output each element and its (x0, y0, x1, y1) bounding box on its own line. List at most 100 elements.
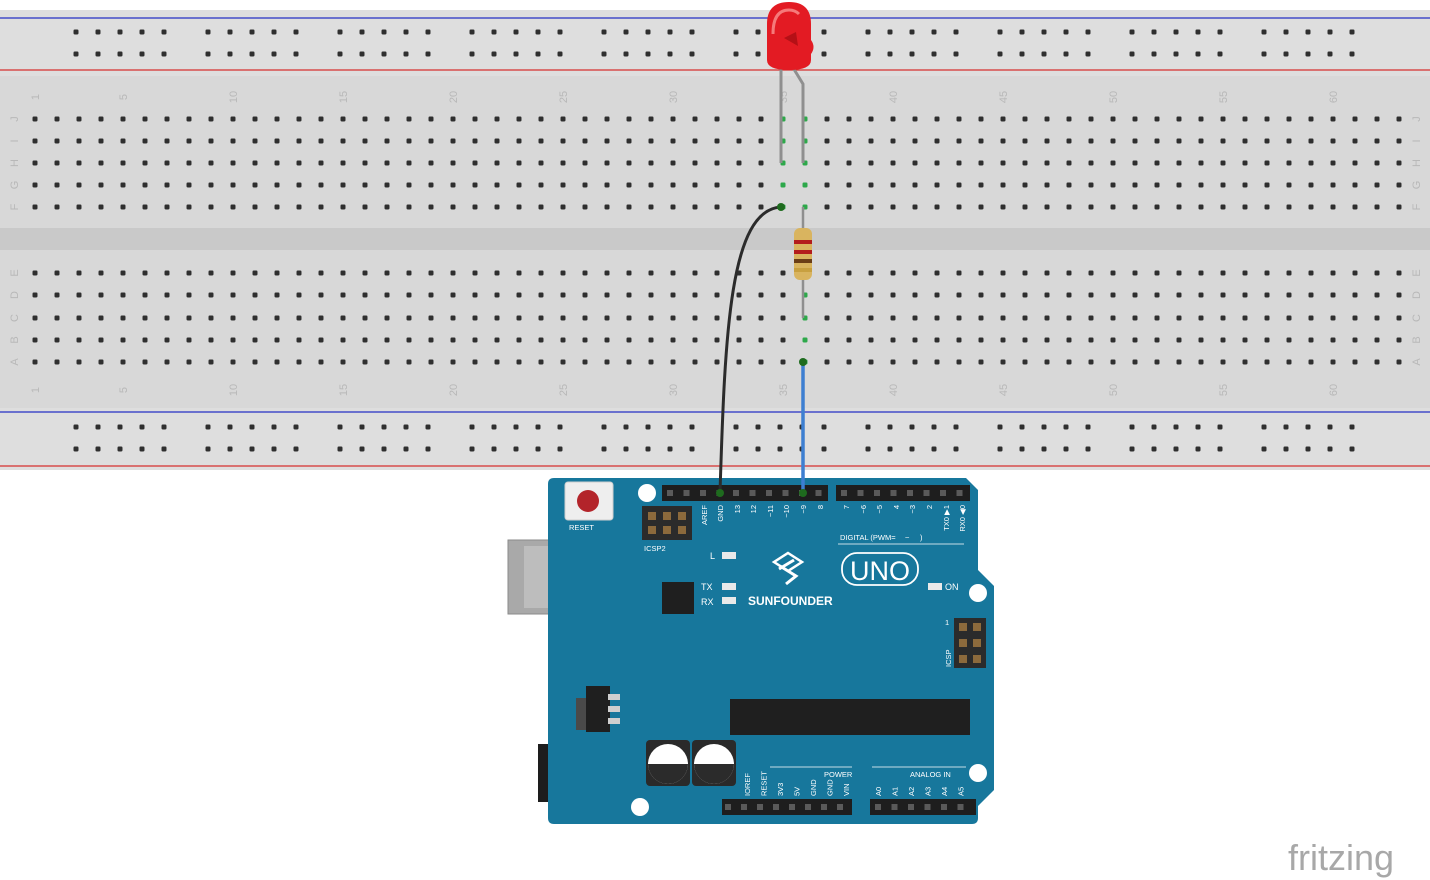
breadboard-hole (934, 204, 940, 210)
rail-hole (1283, 51, 1289, 57)
breadboard-hole (538, 315, 544, 321)
breadboard-hole (98, 270, 104, 276)
header-hole (766, 490, 772, 496)
breadboard-hole (98, 359, 104, 365)
model-badge (841, 552, 919, 586)
breadboard-hole (98, 292, 104, 298)
rail-hole (667, 424, 673, 430)
rail-hole (469, 29, 475, 35)
rail-hole (205, 424, 211, 430)
ground-wire-end (716, 489, 724, 497)
breadboard-hole (714, 138, 720, 144)
rail-hole (117, 446, 123, 452)
rail-hole (645, 51, 651, 57)
breadboard-hole (1132, 292, 1138, 298)
breadboard-hole (934, 359, 940, 365)
digital-pin-label: ~11 (766, 505, 775, 517)
rail-hole (1283, 424, 1289, 430)
breadboard-hole (1000, 337, 1006, 343)
breadboard-hole (1352, 337, 1358, 343)
breadboard-hole (1044, 138, 1050, 144)
breadboard-hole (208, 138, 214, 144)
breadboard-hole (956, 359, 962, 365)
breadboard-hole (582, 359, 588, 365)
digital-pin-label: GND (716, 504, 725, 521)
breadboard-hole (1374, 138, 1380, 144)
breadboard-hole (318, 182, 324, 188)
header-hole (805, 804, 811, 810)
breadboard-hole (648, 359, 654, 365)
breadboard-hole (648, 204, 654, 210)
breadboard-hole (934, 315, 940, 321)
breadboard-hole (494, 315, 500, 321)
breadboard-hole (758, 315, 764, 321)
breadboard-hole (890, 359, 896, 365)
breadboard-hole (54, 337, 60, 343)
reset-button-cap[interactable] (577, 490, 599, 512)
breadboard-hole (1220, 182, 1226, 188)
rail-hole (755, 51, 761, 57)
breadboard-hole (1110, 116, 1116, 122)
breadboard-hole (186, 116, 192, 122)
breadboard-hole (868, 292, 874, 298)
rail-hole (557, 29, 563, 35)
rail-hole (535, 29, 541, 35)
breadboard-hole (428, 292, 434, 298)
rail-hole (425, 29, 431, 35)
breadboard-hole (1308, 337, 1314, 343)
breadboard-hole (1330, 359, 1336, 365)
breadboard-hole (516, 182, 522, 188)
breadboard-hole (208, 204, 214, 210)
sunfounder-logo-icon (771, 551, 805, 586)
breadboard-hole (362, 315, 368, 321)
breadboard-hole (1176, 359, 1182, 365)
header-hole (837, 804, 843, 810)
breadboard-hole (1374, 337, 1380, 343)
breadboard-hole (1220, 292, 1226, 298)
rail-hole (1151, 51, 1157, 57)
breadboard-hole (472, 292, 478, 298)
breadboard-hole (846, 270, 852, 276)
ground-wire (718, 205, 782, 494)
breadboard-hole (1264, 315, 1270, 321)
breadboard-hole (538, 160, 544, 166)
breadboard-hole (1374, 204, 1380, 210)
rail-hole (1217, 51, 1223, 57)
breadboard-hole (472, 270, 478, 276)
breadboard-hole (318, 315, 324, 321)
breadboard-hole (1396, 359, 1402, 365)
rail-hole (887, 51, 893, 57)
breadboard-hole (758, 138, 764, 144)
breadboard-hole (824, 315, 830, 321)
breadboard-hole (1154, 116, 1160, 122)
breadboard-hole (472, 337, 478, 343)
header-hole (874, 490, 880, 496)
rail-hole (381, 424, 387, 430)
breadboard-hole (648, 116, 654, 122)
breadboard-hole (758, 270, 764, 276)
rail-hole (337, 51, 343, 57)
breadboard-hole (956, 337, 962, 343)
breadboard-hole (890, 116, 896, 122)
breadboard-hole (582, 138, 588, 144)
breadboard-hole (186, 204, 192, 210)
breadboard-hole (1286, 270, 1292, 276)
breadboard-hole (340, 138, 346, 144)
digital-header-right (836, 485, 970, 501)
breadboard-hole (1110, 359, 1116, 365)
breadboard-hole (252, 116, 258, 122)
column-number: 1 (30, 94, 42, 100)
rail-hole (1085, 29, 1091, 35)
rail-hole (931, 29, 937, 35)
breadboard-hole (670, 359, 676, 365)
rail-hole (865, 446, 871, 452)
center-channel (0, 228, 1430, 250)
breadboard-hole (978, 204, 984, 210)
breadboard-hole (142, 292, 148, 298)
breadboard-hole (780, 292, 786, 298)
breadboard-hole (846, 359, 852, 365)
terminal-strip-bottom (0, 250, 1430, 408)
breadboard-hole (340, 359, 346, 365)
breadboard-hole (1132, 138, 1138, 144)
breadboard-hole (142, 160, 148, 166)
